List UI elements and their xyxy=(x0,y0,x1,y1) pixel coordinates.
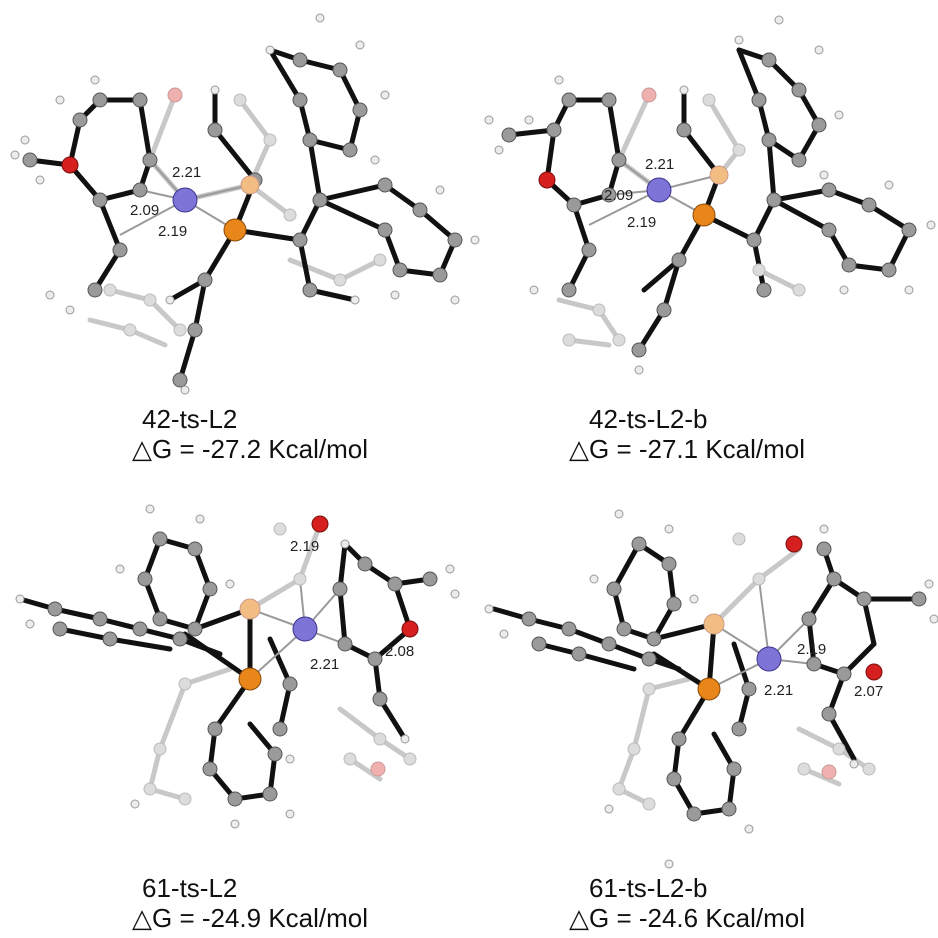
molecule-42-ts-l2: 2.21 2.09 2.19 xyxy=(10,13,480,395)
molecule-61-ts-l2: 2.19 2.21 2.08 xyxy=(15,504,460,829)
distance-label: 2.19 xyxy=(797,641,826,658)
structure-name: 42-ts-L2-b xyxy=(589,404,708,434)
oxygen-atom-faded xyxy=(167,87,183,103)
distance-label: 2.09 xyxy=(130,202,159,219)
metal-atom xyxy=(756,646,782,672)
panel-caption: 61-ts-L2 △G = -24.9 Kcal/mol xyxy=(132,873,368,933)
oxygen-atom xyxy=(538,171,556,189)
oxygen-atom xyxy=(785,535,803,553)
oxygen-atom xyxy=(401,620,419,638)
molecule-61-ts-l2-b: 2.19 2.21 2.07 xyxy=(484,509,938,869)
oxygen-atom-faded xyxy=(641,87,657,103)
structure-name: 61-ts-L2 xyxy=(142,873,238,903)
oxygen-atom-faded xyxy=(370,761,386,777)
phosphorus-atom xyxy=(238,667,262,691)
phosphorus-atom-faded xyxy=(709,165,729,185)
oxygen-atom xyxy=(865,663,883,681)
distance-label: 2.21 xyxy=(764,682,793,699)
phosphorus-atom xyxy=(223,218,247,242)
distance-label: 2.19 xyxy=(627,214,656,231)
panel-61-ts-l2: 2.19 2.21 2.08 61-ts-L2 △G = -24.9 Kcal/… xyxy=(0,469,469,938)
free-energy-value: △G = -24.9 Kcal/mol xyxy=(132,903,369,933)
structure-name: 42-ts-L2 xyxy=(142,404,238,434)
panel-caption: 42-ts-L2-b △G = -27.1 Kcal/mol xyxy=(569,404,805,464)
phosphorus-atom-faded xyxy=(239,598,261,620)
panel-caption: 42-ts-L2 △G = -27.2 Kcal/mol xyxy=(132,404,368,464)
distance-label: 2.07 xyxy=(854,683,883,700)
phosphorus-atom-faded xyxy=(703,613,725,635)
phosphorus-atom xyxy=(697,677,721,701)
panel-42-ts-l2: 2.21 2.09 2.19 42-ts-L2 △G = -27.2 Kcal/… xyxy=(0,0,480,469)
metal-atom xyxy=(172,187,198,213)
distance-label: 2.08 xyxy=(385,643,414,660)
distance-label: 2.19 xyxy=(290,538,319,555)
panel-caption: 61-ts-L2-b △G = -24.6 Kcal/mol xyxy=(569,873,805,933)
free-energy-value: △G = -27.1 Kcal/mol xyxy=(569,434,806,464)
distance-label: 2.21 xyxy=(645,156,674,173)
oxygen-atom xyxy=(61,156,79,174)
distance-label: 2.21 xyxy=(310,656,339,673)
phosphorus-atom xyxy=(692,203,716,227)
free-energy-value: △G = -24.6 Kcal/mol xyxy=(569,903,806,933)
distance-label: 2.19 xyxy=(158,223,187,240)
metal-atom xyxy=(292,616,318,642)
distance-label: 2.21 xyxy=(172,164,201,181)
metal-atom xyxy=(646,177,672,203)
distance-label: 2.09 xyxy=(604,187,633,204)
panel-61-ts-l2-b: 2.19 2.21 2.07 61-ts-L2-b △G = -24.6 Kca… xyxy=(469,469,938,938)
oxygen-atom xyxy=(311,515,329,533)
structure-name: 61-ts-L2-b xyxy=(589,873,708,903)
oxygen-atom-faded xyxy=(821,764,837,780)
free-energy-value: △G = -27.2 Kcal/mol xyxy=(132,434,369,464)
panel-42-ts-l2-b: 2.21 2.09 2.19 42-ts-L2-b △G = -27.1 Kca… xyxy=(469,0,938,469)
molecule-42-ts-l2-b: 2.21 2.09 2.19 xyxy=(484,15,936,375)
phosphorus-atom-faded xyxy=(240,175,260,195)
